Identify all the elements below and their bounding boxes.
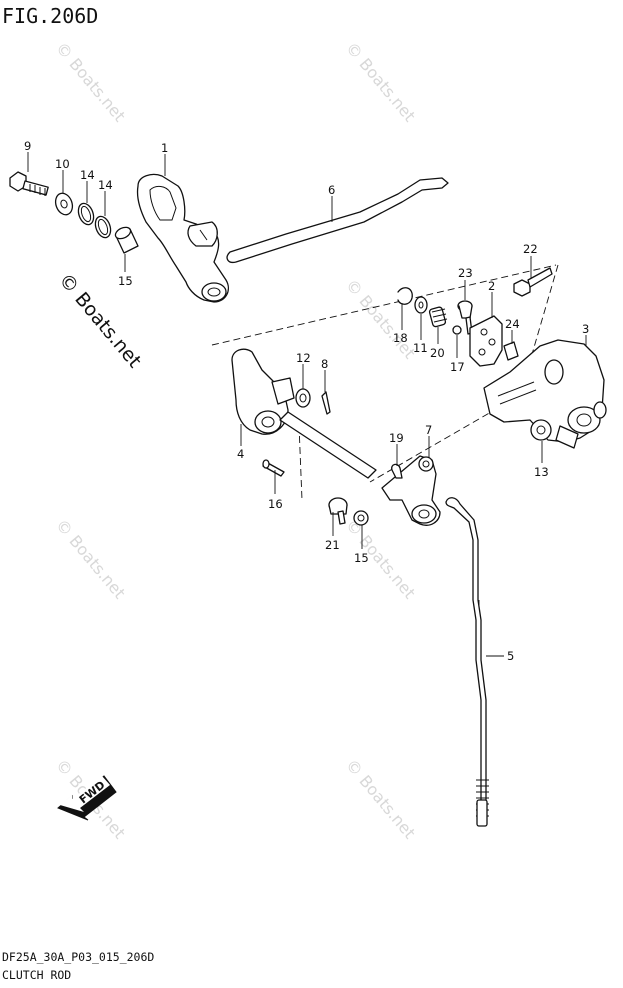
assembly-line <box>298 424 303 501</box>
watermark: © Boats.net <box>52 38 129 125</box>
callout-8: 8 <box>321 357 328 371</box>
callout-3: 3 <box>582 322 589 336</box>
callout-leaders <box>27 152 587 657</box>
part-rod-5 <box>445 497 489 827</box>
part-pin-17 <box>262 459 285 477</box>
part-roller-25 <box>503 341 519 361</box>
assembly-line <box>211 264 557 346</box>
callout-5: 5 <box>507 649 514 663</box>
part-oring-14 <box>94 215 112 239</box>
callout-2: 2 <box>488 279 495 293</box>
part-cotter-pin-8 <box>321 391 331 415</box>
part-washer-12 <box>295 388 311 408</box>
callout-24: 23 <box>458 266 473 280</box>
callout-14: 14 <box>98 178 113 192</box>
diagram-name: CLUTCH ROD <box>2 968 72 982</box>
part-washer-11 <box>414 296 428 314</box>
part-washer-16 <box>353 510 369 526</box>
part-shift-lever-1 <box>136 173 229 303</box>
part-bolt-23 <box>513 267 553 297</box>
part-lever-7 <box>381 455 441 526</box>
callout-15: 15 <box>118 274 133 288</box>
watermark: © Boats.net <box>342 755 419 842</box>
part-clutch-lever-4 <box>231 348 377 479</box>
part-circlip-19 <box>397 287 413 305</box>
callout-9: 9 <box>24 139 31 153</box>
callout-21: 20 <box>430 346 445 360</box>
part-bolt-22 <box>328 497 348 525</box>
callout-11: 11 <box>413 341 428 355</box>
part-oring-14 <box>77 202 95 226</box>
callout-23: 22 <box>523 242 538 256</box>
callout-12: 12 <box>296 351 311 365</box>
part-bolt-9 <box>9 171 49 196</box>
part-rod-6 <box>226 177 449 264</box>
callout-10: 10 <box>55 157 70 171</box>
callout-25: 24 <box>505 317 520 331</box>
part-bolt-24 <box>457 300 473 335</box>
watermark: © Boats.net <box>52 515 129 602</box>
figure-title: FIG.206D <box>2 4 99 28</box>
callout-6: 6 <box>328 183 335 197</box>
part-housing-3 <box>483 339 607 449</box>
callout-14: 14 <box>80 168 95 182</box>
part-bushing-15 <box>114 226 139 254</box>
callout-1: 1 <box>161 141 168 155</box>
callout-17: 16 <box>268 497 283 511</box>
callout-20: 19 <box>389 431 404 445</box>
callout-22: 21 <box>325 538 340 552</box>
part-clip-20 <box>391 463 403 479</box>
callout-16: 15 <box>354 551 369 565</box>
callout-labels: 9 10 14 14 15 1 6 4 12 8 16 21 15 19 7 5… <box>24 139 589 663</box>
part-washer-13 <box>530 419 552 441</box>
watermark: © Boats.net <box>342 38 419 125</box>
part-ball-18 <box>452 325 462 335</box>
callout-13: 13 <box>534 465 549 479</box>
part-washer-10 <box>54 192 74 216</box>
diagram-code: DF25A_30A_P03_015_206D <box>2 950 155 964</box>
callout-19: 18 <box>393 331 408 345</box>
assembly-line <box>527 264 559 369</box>
callout-18: 17 <box>450 360 465 374</box>
part-plate-2 <box>469 315 503 367</box>
part-spring-21 <box>428 306 448 328</box>
watermark-group: © Boats.net © Boats.net © Boats.net © Bo… <box>52 38 419 842</box>
callout-4: 4 <box>237 447 244 461</box>
callout-7: 7 <box>425 423 432 437</box>
